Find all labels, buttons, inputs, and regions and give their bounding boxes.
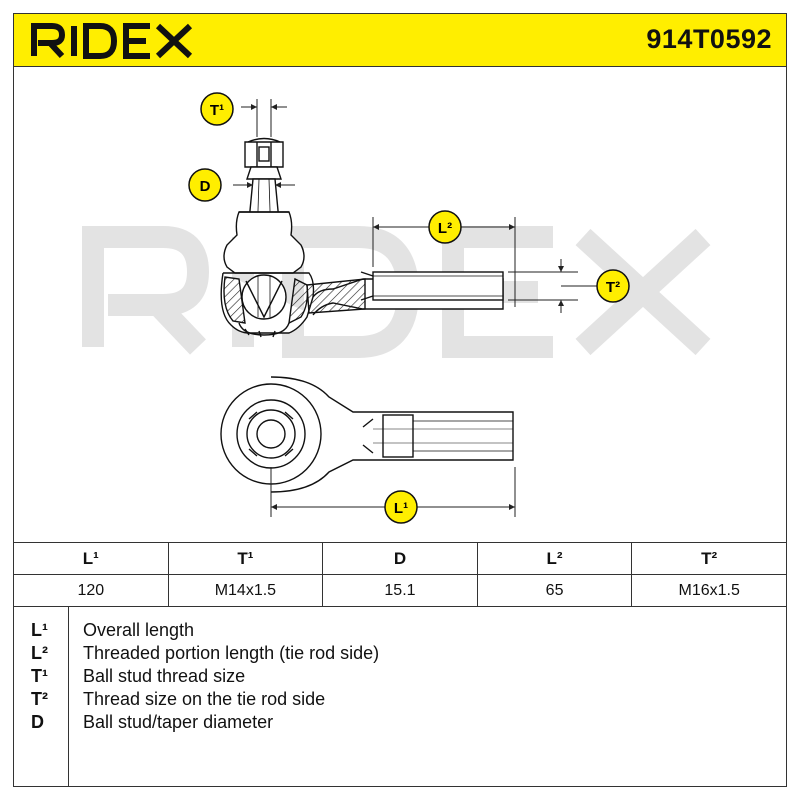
legend-divider [68,607,69,787]
legend-description: Threaded portion length (tie rod side) [83,643,380,663]
header-bar: 914T0592 [13,13,787,67]
callout-t1: T¹ [200,92,234,126]
legend-description: Ball stud/taper diameter [83,712,274,732]
svg-text:D: D [200,178,211,195]
spec-header-cell: D [322,542,478,575]
legend-symbol: T² [31,689,48,709]
legend-description: Ball stud thread size [83,666,246,686]
technical-drawing: T¹ D L² T² L¹ [82,92,711,524]
spec-header-cell: L¹ [13,542,169,575]
side-view [220,137,504,338]
spec-header-cell: L² [476,542,633,575]
svg-text:T¹: T¹ [210,102,224,119]
callout-d: D [188,168,222,202]
callout-l1: L¹ [384,490,418,524]
callout-l2: L² [428,210,462,244]
legend-symbol: L² [31,643,48,663]
legend-description: Thread size on the tie rod side [83,689,326,709]
spec-value-cell: 65 [476,574,633,607]
spec-value-cell: M14x1.5 [167,574,324,607]
spec-header-cell: T¹ [167,542,324,575]
spec-table: L¹ T¹ D L² T² 120 M14x1.5 15.1 65 M16x1.… [13,542,787,607]
svg-text:T²: T² [606,279,620,296]
svg-text:L¹: L¹ [394,500,408,517]
spec-header-cell: T² [631,542,787,575]
top-view [220,376,514,493]
legend-symbol: T¹ [31,666,48,686]
legend-symbol: L¹ [31,620,48,640]
spec-value-cell: 15.1 [322,574,478,607]
callout-t2: T² [596,269,630,303]
legend-symbol: D [31,712,44,732]
spec-value-cell: 120 [13,574,169,607]
legend: L¹ Overall length L² Threaded portion le… [13,607,787,787]
legend-description: Overall length [83,620,195,640]
part-number: 914T0592 [646,24,772,54]
svg-text:L²: L² [438,220,452,237]
ridex-logo [31,23,193,59]
spec-value-row: 120 M14x1.5 15.1 65 M16x1.5 [13,574,787,607]
spec-header-row: L¹ T¹ D L² T² [13,542,787,575]
spec-value-cell: M16x1.5 [631,574,787,607]
